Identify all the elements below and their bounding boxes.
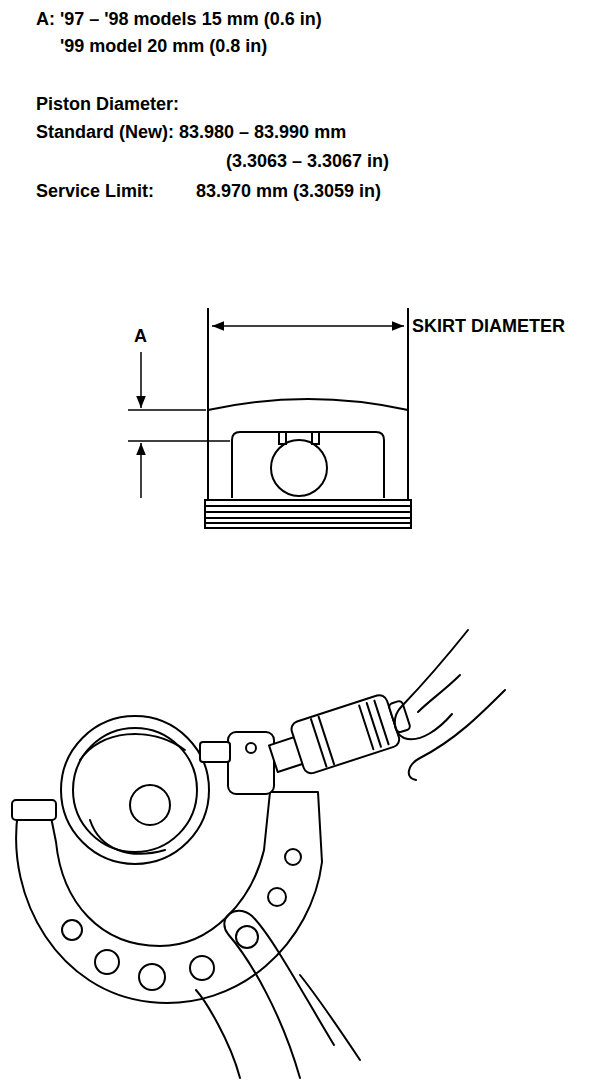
frame-hole xyxy=(95,950,119,974)
micrometer-illustration xyxy=(12,630,505,1078)
micrometer-frame xyxy=(16,792,322,1003)
thimble xyxy=(289,693,401,775)
dimension-note: '99 model 20 mm (0.8 in) xyxy=(60,35,267,57)
extension-line xyxy=(128,409,206,411)
pin-boss xyxy=(130,785,170,825)
piston-detail xyxy=(90,820,165,854)
dimension-label: SKIRT DIAMETER xyxy=(412,315,565,337)
dimension-arrow xyxy=(212,325,404,327)
piston-drawing xyxy=(128,308,411,528)
pin-window xyxy=(232,432,384,498)
spindle-block xyxy=(228,732,274,794)
thimble-mark xyxy=(319,717,334,765)
piston-side xyxy=(208,336,408,500)
thimble-mark xyxy=(311,719,326,767)
spec-text: (3.3063 – 3.3067 in) xyxy=(226,150,389,172)
spec-text: Service Limit: xyxy=(36,180,154,202)
ring-land xyxy=(205,500,411,528)
thimble-group xyxy=(265,689,415,784)
frame-hole xyxy=(285,849,301,865)
knurl xyxy=(359,706,373,750)
extension-line xyxy=(407,308,409,340)
ratchet xyxy=(388,700,411,733)
frame-hole xyxy=(62,920,82,940)
skirt-edge xyxy=(208,399,408,410)
hand xyxy=(418,675,460,712)
ring-groove xyxy=(205,505,411,507)
boss-tab xyxy=(279,432,286,444)
extension-line xyxy=(207,308,209,340)
knurl xyxy=(374,701,388,745)
frame-hole xyxy=(236,926,258,948)
spec-heading: Piston Diameter: xyxy=(36,93,179,115)
boss-tab xyxy=(312,432,319,444)
piston-detail xyxy=(80,734,185,760)
knurl xyxy=(367,703,381,747)
ring-groove xyxy=(205,522,411,524)
hand xyxy=(224,911,334,1078)
ring-groove xyxy=(205,511,411,513)
dimension-letter: A xyxy=(134,325,147,347)
dimension-note: A: '97 – '98 models 15 mm (0.6 in) xyxy=(36,8,322,30)
piston-inner xyxy=(73,728,197,852)
dimension-arrow xyxy=(140,352,142,408)
dimension-arrow xyxy=(140,443,142,498)
spindle xyxy=(200,742,230,762)
spec-text: 83.970 mm (3.3059 in) xyxy=(196,180,381,202)
hand xyxy=(409,690,505,780)
frame-hole xyxy=(139,964,165,990)
frame-hole xyxy=(268,888,286,906)
anvil xyxy=(12,800,56,820)
frame-hole xyxy=(190,956,214,980)
lock-screw xyxy=(246,743,256,753)
spec-text: Standard (New): 83.980 – 83.990 mm xyxy=(36,121,346,143)
hand xyxy=(196,990,240,1078)
ring-groove xyxy=(205,517,411,519)
pin-boss xyxy=(271,440,327,496)
piston-outline xyxy=(61,716,209,864)
hand xyxy=(300,975,360,1060)
extension-line xyxy=(128,440,230,442)
hand xyxy=(395,630,468,739)
